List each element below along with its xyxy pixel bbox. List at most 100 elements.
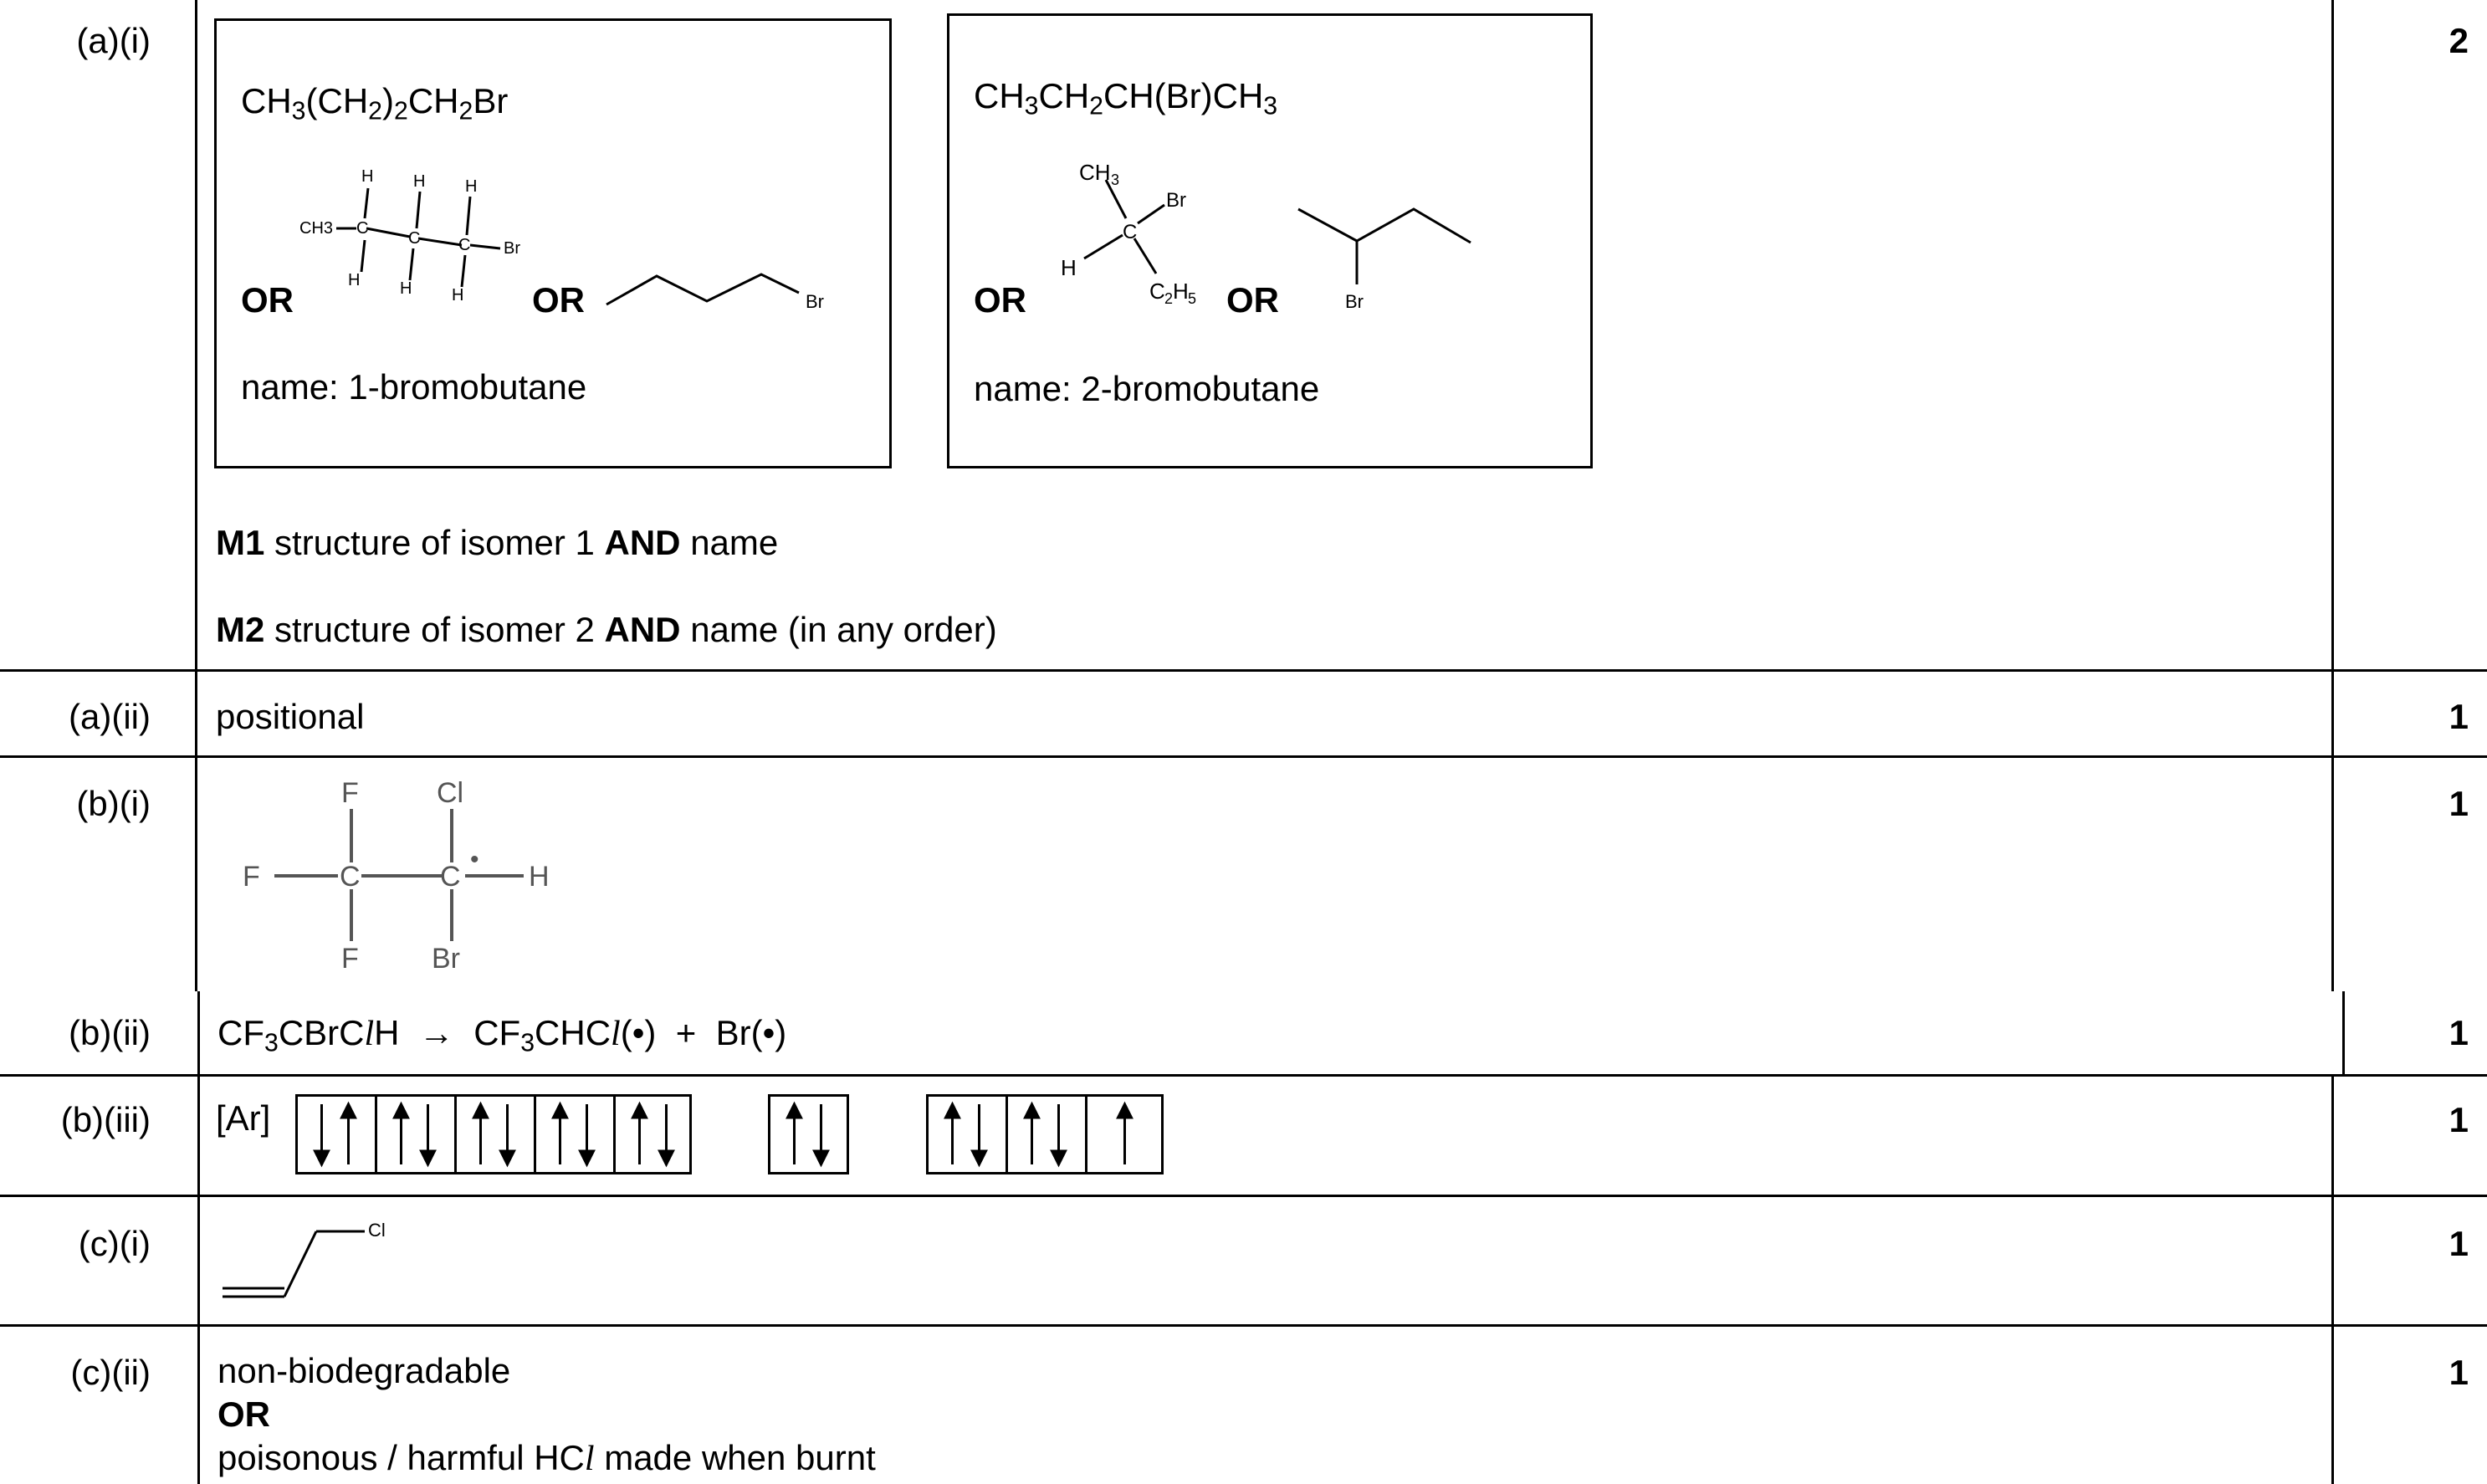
column-divider-right-bottom xyxy=(2331,1075,2334,1484)
column-divider-left-lower xyxy=(197,991,200,1484)
svg-text:C: C xyxy=(440,861,461,893)
row-mark: 1 xyxy=(2449,1100,2469,1139)
electron-arrow-3d-head xyxy=(472,1101,489,1119)
svg-text:C: C xyxy=(340,861,361,893)
svg-text:H: H xyxy=(529,861,550,893)
svg-text:CH: CH xyxy=(1079,160,1111,185)
row-mark: 1 xyxy=(2449,697,2469,736)
electron-arrow-4p-head xyxy=(1050,1149,1067,1168)
ch3-label: CH3 xyxy=(299,219,333,238)
answer-line-3: poisonous / harmful HCl made when burnt xyxy=(217,1438,876,1478)
or-label: OR xyxy=(974,280,1026,320)
electron-arrows xyxy=(313,1101,1133,1168)
row-divider xyxy=(0,1324,2487,1327)
radical-structure: F F F C C Cl H Br • xyxy=(243,777,550,975)
electron-arrow-3d-head xyxy=(658,1149,675,1168)
electron-arrow-3d-head xyxy=(419,1149,437,1168)
orbital-box-4p xyxy=(926,1094,1164,1174)
svg-text:Cl: Cl xyxy=(368,1220,386,1241)
svg-text:F: F xyxy=(341,777,359,809)
or-label: OR xyxy=(1226,280,1279,320)
svg-text:H: H xyxy=(1061,255,1077,280)
or-label: OR xyxy=(532,280,585,320)
svg-text:Br: Br xyxy=(504,239,520,258)
isomer-2-box xyxy=(947,13,1593,468)
svg-text:Cl: Cl xyxy=(437,777,463,809)
row-mark: 1 xyxy=(2449,1353,2469,1392)
electron-arrow-3d-head xyxy=(578,1149,596,1168)
row-ref: (a)(ii) xyxy=(69,697,151,736)
row-ref: (a)(i) xyxy=(76,21,151,60)
isomer-2-name: name: 2-bromobutane xyxy=(974,369,1320,408)
electron-arrow-3d-head xyxy=(631,1101,648,1119)
equation: CF3CBrClH → CF3CHCl(•) + Br(•) xyxy=(217,1013,787,1057)
svg-text:Br: Br xyxy=(806,291,824,312)
svg-text:C: C xyxy=(1149,279,1165,304)
answer-or: OR xyxy=(217,1394,270,1434)
svg-text:Br: Br xyxy=(432,943,460,975)
column-divider-right-lower xyxy=(2342,991,2345,1075)
or-label: OR xyxy=(241,280,294,320)
isomer-2-skeletal-structure: Br xyxy=(1297,207,1471,312)
svg-text:C: C xyxy=(356,219,368,238)
row-mark: 1 xyxy=(2449,1013,2469,1052)
orbital-box-4s xyxy=(768,1094,849,1174)
svg-text:H: H xyxy=(452,286,463,304)
electron-arrow-4p-head xyxy=(1023,1101,1041,1119)
row-ref: (b)(i) xyxy=(76,784,151,823)
svg-text:H: H xyxy=(348,271,360,289)
row-ref: (c)(ii) xyxy=(70,1353,151,1392)
electron-arrow-4p-head xyxy=(970,1149,988,1168)
noble-gas-core: [Ar] xyxy=(216,1098,271,1138)
isomer-1-skeletal-structure: Br xyxy=(606,273,824,312)
svg-text:C: C xyxy=(408,229,420,248)
svg-text:3: 3 xyxy=(1111,171,1119,188)
column-divider-left xyxy=(195,0,197,991)
column-divider-right xyxy=(2331,0,2334,991)
svg-text:F: F xyxy=(243,861,260,893)
svg-text:H: H xyxy=(1173,279,1189,304)
svg-text:H: H xyxy=(413,172,425,191)
row-ref: (c)(i) xyxy=(78,1224,151,1263)
svg-text:•: • xyxy=(470,846,479,873)
orbital-box-3d xyxy=(295,1094,692,1174)
electron-arrow-4p-head xyxy=(944,1101,961,1119)
mark-point-m2: M2 structure of isomer 2 AND name (in an… xyxy=(216,610,997,649)
svg-text:Br: Br xyxy=(1166,189,1186,212)
row-divider xyxy=(0,755,2487,758)
row-mark: 2 xyxy=(2449,21,2469,60)
answer-text: positional xyxy=(216,697,365,736)
electron-arrow-3d-head xyxy=(313,1149,330,1168)
svg-text:C: C xyxy=(1123,221,1137,243)
electron-arrow-3d-head xyxy=(551,1101,569,1119)
svg-text:H: H xyxy=(361,167,373,186)
isomer-1-formula: CH3(CH2)2CH2Br xyxy=(241,81,509,125)
isomer-1-displayed-structure: CH3 C C C Br H H H H H H xyxy=(299,167,520,304)
svg-text:Br: Br xyxy=(1345,291,1364,312)
isomer-1-box xyxy=(214,18,892,468)
row-divider xyxy=(0,1074,2487,1077)
svg-text:H: H xyxy=(400,279,412,298)
row-divider xyxy=(0,669,2487,672)
isomer-2-displayed-structure: CH 3 Br C H C 2 H 5 xyxy=(1061,160,1196,307)
electron-arrow-4p-head xyxy=(1116,1101,1133,1119)
electron-arrow-3d-head xyxy=(499,1149,516,1168)
electron-arrow-3d-head xyxy=(392,1101,410,1119)
isomer-2-formula: CH3CH2CH(Br)CH3 xyxy=(974,76,1278,120)
svg-text:2: 2 xyxy=(1164,290,1173,307)
electron-arrow-3d-head xyxy=(340,1101,357,1119)
row-divider xyxy=(0,1195,2487,1197)
row-ref: (b)(ii) xyxy=(69,1013,151,1052)
svg-text:H: H xyxy=(465,177,477,196)
svg-text:5: 5 xyxy=(1188,290,1196,307)
svg-text:F: F xyxy=(341,943,359,975)
mark-point-m1: M1 structure of isomer 1 AND name xyxy=(216,523,779,562)
electron-arrow-4s-head xyxy=(786,1101,803,1119)
electron-arrow-4s-head xyxy=(812,1149,830,1168)
isomer-1-name: name: 1-bromobutane xyxy=(241,367,587,407)
svg-text:C: C xyxy=(458,236,470,254)
answer-line-1: non-biodegradable xyxy=(217,1351,511,1390)
chloropropene-structure: Cl xyxy=(223,1220,386,1298)
row-ref: (b)(iii) xyxy=(60,1100,151,1139)
row-mark: 1 xyxy=(2449,1224,2469,1263)
